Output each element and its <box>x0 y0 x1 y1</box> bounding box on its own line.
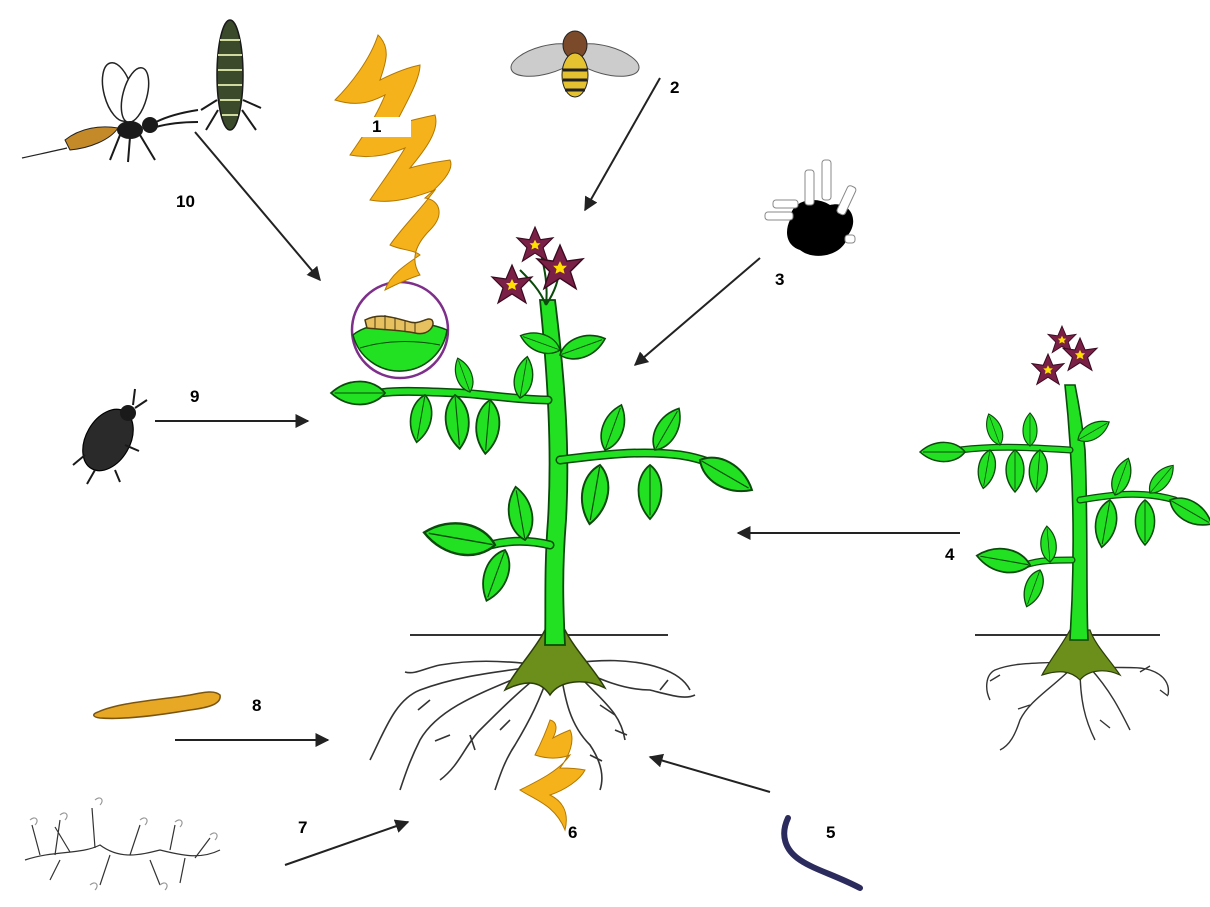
fungus-icon <box>765 160 857 256</box>
zoom-circle <box>352 282 448 378</box>
neighbor-stem <box>1065 385 1088 640</box>
label-6: 6 <box>568 823 577 843</box>
label-3: 3 <box>775 270 784 290</box>
neighbor-plant <box>920 326 1210 750</box>
beetle-icon <box>72 389 147 484</box>
lightning-top <box>335 35 451 290</box>
ladybird-larva-icon <box>201 20 261 130</box>
bee-icon <box>508 31 643 97</box>
label-4: 4 <box>945 545 954 565</box>
label-9: 9 <box>190 387 199 407</box>
main-plant <box>331 35 758 830</box>
lightning-root <box>520 720 585 830</box>
neighbor-flowers <box>1032 326 1097 384</box>
main-flower-heads <box>492 227 583 303</box>
label-8: 8 <box>252 696 261 716</box>
earthworm-icon <box>784 818 860 888</box>
neighbor-leaves <box>920 412 1210 610</box>
arrow-5 <box>650 757 770 792</box>
arrow-3 <box>635 258 760 365</box>
wireworm-icon <box>94 692 220 718</box>
arrow-10 <box>195 132 320 280</box>
label-5: 5 <box>826 823 835 843</box>
parasitic-wasp-icon <box>22 59 198 162</box>
label-1: 1 <box>342 117 411 137</box>
label-7: 7 <box>298 818 307 838</box>
label-10: 10 <box>176 192 195 212</box>
arrow-2 <box>585 78 660 210</box>
label-2: 2 <box>670 78 679 98</box>
mycorrhiza-icon <box>25 798 220 890</box>
